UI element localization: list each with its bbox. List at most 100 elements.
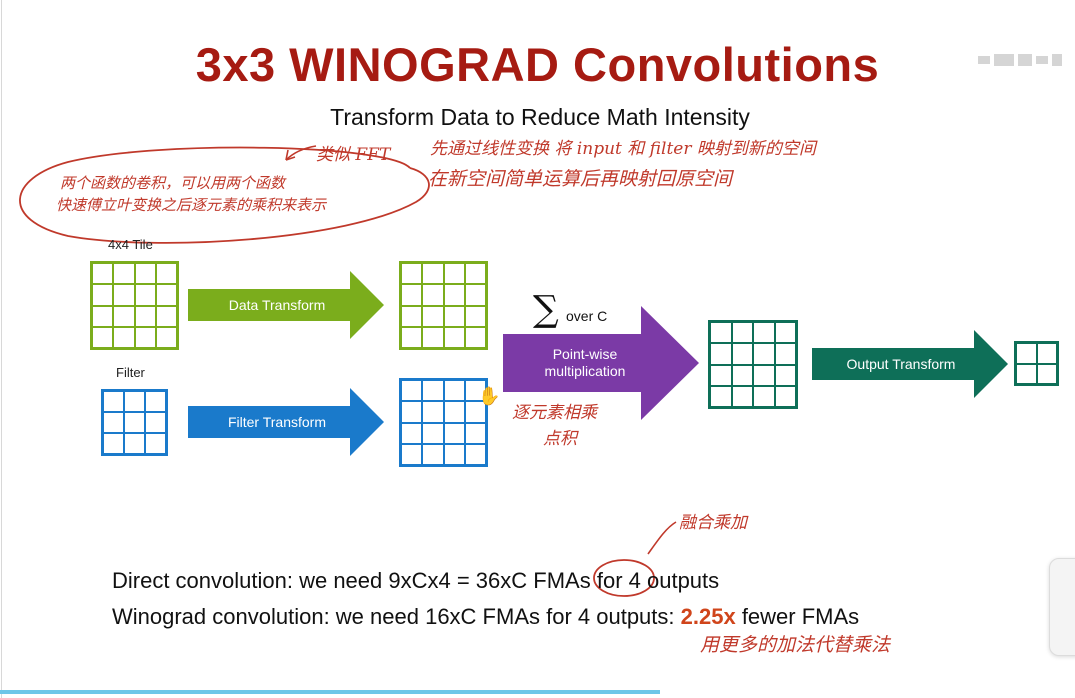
- grid-cell: [422, 401, 444, 423]
- annotation-fft: 类似 FFT: [316, 145, 391, 165]
- annotation-circle-line2: 快速傅立叶变换之后逐元素的乘积来表示: [56, 196, 327, 214]
- grid-cell: [422, 380, 444, 402]
- direct-line-pre: Direct convolution: we need 9xCx4 = 36xC: [112, 568, 534, 593]
- grid-cell: [753, 385, 775, 407]
- grid-cell: [422, 443, 444, 465]
- grid-cell: [113, 305, 135, 327]
- grid-cell: [774, 364, 796, 386]
- annotation-top-right-line2: 在新空间简单运算后再映射回原空间: [428, 168, 733, 190]
- transformed-filter-grid: [399, 378, 488, 467]
- grid-cell: [155, 263, 177, 285]
- grid-cell: [710, 385, 732, 407]
- grid-cell: [464, 380, 486, 402]
- grid-cell: [1036, 343, 1057, 364]
- grid-cell: [145, 433, 166, 454]
- tile-label: 4x4 Tile: [108, 237, 153, 252]
- filter-label: Filter: [116, 365, 145, 380]
- grid-cell: [103, 433, 124, 454]
- side-panel-card[interactable]: [1049, 558, 1075, 656]
- annotation-fma-note: 融合乘加: [679, 513, 747, 533]
- grid-cell: [731, 322, 753, 344]
- handwritten-fma-mark: [593, 521, 677, 597]
- grid-cell: [443, 326, 465, 348]
- grid-cell: [774, 385, 796, 407]
- grid-cell: [774, 343, 796, 365]
- grid-cell: [134, 263, 156, 285]
- grid-cell: [1036, 363, 1057, 384]
- grid-cell: [401, 263, 423, 285]
- annotation-circle-line1: 两个函数的卷积，可以用两个函数: [60, 174, 286, 192]
- grid-cell: [113, 263, 135, 285]
- direct-line-fma: FMAs: [533, 568, 591, 593]
- winograd-factor: 2.25x: [680, 604, 736, 629]
- grid-cell: [124, 412, 145, 433]
- grid-cell: [443, 263, 465, 285]
- grid-cell: [155, 284, 177, 306]
- grid-cell: [753, 364, 775, 386]
- grid-cell: [401, 401, 423, 423]
- grid-cell: [1016, 363, 1037, 384]
- grid-cell: [145, 412, 166, 433]
- grid-cell: [464, 263, 486, 285]
- grid-cell: [464, 326, 486, 348]
- grid-cell: [443, 422, 465, 444]
- annotation-elementwise-line2: 点积: [543, 429, 577, 449]
- output-transform-label: Output Transform: [846, 355, 956, 372]
- annotation-elementwise-line1: 逐元素相乘: [512, 403, 597, 423]
- filter-transform-label: Filter Transform: [227, 413, 326, 430]
- grid-cell: [401, 305, 423, 327]
- grid-cell: [113, 284, 135, 306]
- grid-cell: [443, 380, 465, 402]
- grid-cell: [124, 391, 145, 412]
- direct-convolution-line: Direct convolution: we need 9xCx4 = 36xC…: [112, 568, 719, 594]
- winograd-convolution-line: Winograd convolution: we need 16xC FMAs …: [112, 604, 859, 630]
- grid-cell: [753, 322, 775, 344]
- winograd-line-pre: Winograd convolution: we need 16xC FMAs …: [112, 604, 681, 629]
- grid-cell: [155, 326, 177, 348]
- winograd-line-post: fewer FMAs: [735, 604, 860, 629]
- product-grid: [708, 320, 798, 409]
- output-transform-arrow: Output Transform: [812, 330, 1008, 398]
- grid-cell: [464, 284, 486, 306]
- grid-cell: [134, 284, 156, 306]
- sigma-symbol: ∑: [533, 289, 559, 330]
- grid-cell: [401, 443, 423, 465]
- output-grid: [1014, 341, 1059, 386]
- grid-cell: [731, 343, 753, 365]
- grid-cell: [443, 401, 465, 423]
- data-transform-label: Data Transform: [228, 296, 326, 313]
- grid-cell: [92, 263, 114, 285]
- slide-subtitle: Transform Data to Reduce Math Intensity: [330, 104, 750, 130]
- grid-cell: [1016, 343, 1037, 364]
- filter-grid: [101, 389, 168, 456]
- grid-cell: [464, 443, 486, 465]
- grid-cell: [401, 422, 423, 444]
- grid-cell: [92, 284, 114, 306]
- filter-transform-arrow: Filter Transform: [188, 388, 384, 456]
- slide-border: [1, 0, 2, 698]
- over-c-label: over C: [566, 308, 608, 324]
- pointwise-label-line1: Point-wise: [552, 346, 618, 362]
- annotation-top-right-line1: 先通过线性变换 将 input 和 filter 映射到新的空间: [430, 139, 816, 159]
- grid-cell: [113, 326, 135, 348]
- video-progress-bar[interactable]: [0, 690, 660, 694]
- pointwise-arrow: Point-wise multiplication: [503, 306, 699, 420]
- grid-cell: [710, 322, 732, 344]
- grid-cell: [145, 391, 166, 412]
- grid-cell: [443, 284, 465, 306]
- grid-cell: [464, 305, 486, 327]
- grid-cell: [401, 380, 423, 402]
- input-tile-grid: [90, 261, 179, 350]
- data-transform-arrow: Data Transform: [188, 271, 384, 339]
- grid-cell: [753, 343, 775, 365]
- grid-cell: [92, 326, 114, 348]
- grid-cell: [422, 422, 444, 444]
- grid-cell: [422, 326, 444, 348]
- grid-cell: [134, 305, 156, 327]
- grid-cell: [422, 305, 444, 327]
- grid-cell: [731, 385, 753, 407]
- grid-cell: [92, 305, 114, 327]
- grid-cell: [464, 422, 486, 444]
- watermark-logo: [978, 54, 1062, 66]
